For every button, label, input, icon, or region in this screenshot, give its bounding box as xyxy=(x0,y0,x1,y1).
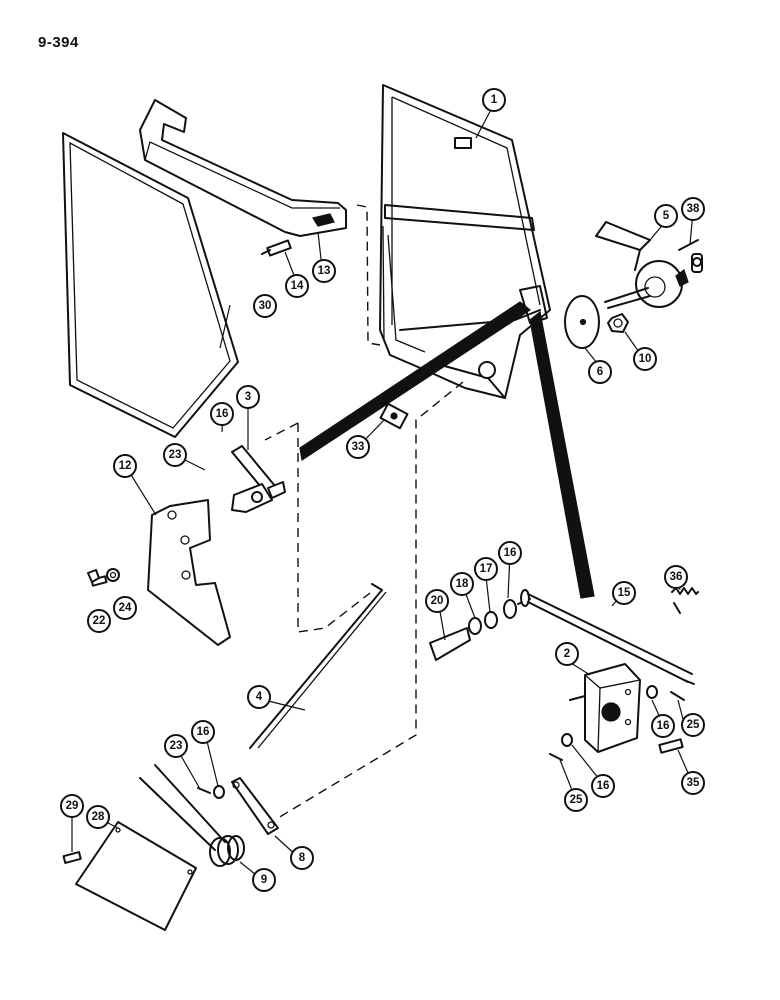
callout-30: 30 xyxy=(253,294,277,318)
plate-screw xyxy=(62,851,82,864)
knob-stack xyxy=(429,598,531,661)
callout-23: 23 xyxy=(163,443,187,467)
svg-text:25: 25 xyxy=(687,719,700,731)
callout-16: 16 xyxy=(210,402,234,426)
svg-text:16: 16 xyxy=(216,408,229,420)
callout-12: 12 xyxy=(113,454,137,478)
svg-text:29: 29 xyxy=(66,800,79,812)
callout-4: 4 xyxy=(247,685,271,709)
callout-8: 8 xyxy=(290,846,314,870)
linkage-rod-band xyxy=(299,301,595,599)
svg-text:16: 16 xyxy=(657,720,670,732)
callout-35: 35 xyxy=(681,771,705,795)
callout-9: 9 xyxy=(252,868,276,892)
svg-text:30: 30 xyxy=(259,300,272,312)
handle-bracket xyxy=(139,99,347,237)
bracket-bolt xyxy=(261,239,292,257)
svg-text:28: 28 xyxy=(92,811,105,823)
page-number: 9-394 xyxy=(38,34,79,51)
latch-handle xyxy=(595,221,689,309)
svg-text:25: 25 xyxy=(570,794,583,806)
callout-10: 10 xyxy=(633,347,657,371)
callout-38: 38 xyxy=(681,197,705,221)
nut xyxy=(607,313,629,333)
mounting-plate xyxy=(147,499,231,646)
door-frame xyxy=(379,84,551,399)
svg-text:15: 15 xyxy=(618,587,631,599)
link-fasteners xyxy=(197,785,225,799)
svg-text:4: 4 xyxy=(256,691,263,703)
svg-text:16: 16 xyxy=(597,780,610,792)
screw xyxy=(87,569,108,587)
callout-22: 22 xyxy=(87,609,111,633)
callout-6: 6 xyxy=(588,360,612,384)
assembly-dashed-lines xyxy=(264,204,464,819)
callout-23: 23 xyxy=(164,734,188,758)
svg-text:35: 35 xyxy=(687,777,700,789)
callout-16: 16 xyxy=(591,774,615,798)
svg-text:38: 38 xyxy=(687,203,700,215)
svg-text:13: 13 xyxy=(318,265,331,277)
svg-text:20: 20 xyxy=(431,595,444,607)
callout-17: 17 xyxy=(474,557,498,581)
svg-text:24: 24 xyxy=(119,602,132,614)
torsion-spring xyxy=(139,764,245,867)
svg-text:23: 23 xyxy=(170,740,183,752)
callout-18: 18 xyxy=(450,572,474,596)
svg-text:36: 36 xyxy=(670,571,683,583)
callout-2: 2 xyxy=(555,642,579,666)
svg-text:23: 23 xyxy=(169,449,182,461)
svg-text:22: 22 xyxy=(93,615,106,627)
callout-20: 20 xyxy=(425,589,449,613)
retaining-clip xyxy=(379,402,409,430)
callout-15: 15 xyxy=(612,581,636,605)
pin-shaft xyxy=(520,589,695,685)
callout-14: 14 xyxy=(285,274,309,298)
callout-13: 13 xyxy=(312,259,336,283)
door-glass-seal xyxy=(62,132,239,438)
callout-16: 16 xyxy=(651,714,675,738)
svg-text:9: 9 xyxy=(261,874,267,886)
control-rod xyxy=(249,583,387,749)
callout-36: 36 xyxy=(664,565,688,589)
callout-1: 1 xyxy=(482,88,506,112)
latch-washers xyxy=(549,685,685,761)
tension-spring xyxy=(671,587,699,614)
callout-33: 33 xyxy=(346,435,370,459)
svg-text:16: 16 xyxy=(197,726,210,738)
callout-16: 16 xyxy=(191,720,215,744)
callout-leaders xyxy=(71,103,694,880)
key xyxy=(678,239,703,273)
callout-29: 29 xyxy=(60,794,84,818)
callout-5: 5 xyxy=(654,204,678,228)
svg-text:5: 5 xyxy=(663,210,670,222)
svg-text:12: 12 xyxy=(119,460,132,472)
callout-28: 28 xyxy=(86,805,110,829)
lock-washer xyxy=(106,568,120,582)
svg-text:2: 2 xyxy=(564,648,570,660)
latch-bolt xyxy=(658,738,684,754)
svg-text:33: 33 xyxy=(352,441,365,453)
link-arm xyxy=(231,777,279,835)
svg-text:17: 17 xyxy=(480,563,493,575)
svg-text:16: 16 xyxy=(504,547,517,559)
latch-body xyxy=(569,663,641,753)
callout-24: 24 xyxy=(113,596,137,620)
svg-text:10: 10 xyxy=(639,353,652,365)
svg-text:3: 3 xyxy=(245,391,251,403)
callout-16: 16 xyxy=(498,541,522,565)
callout-25: 25 xyxy=(681,713,705,737)
washer-plate xyxy=(564,295,600,349)
latch-lever xyxy=(231,445,286,513)
svg-text:18: 18 xyxy=(456,578,469,590)
callout-25: 25 xyxy=(564,788,588,812)
svg-text:8: 8 xyxy=(299,852,306,864)
svg-text:1: 1 xyxy=(491,94,498,106)
cover-plate xyxy=(75,821,197,931)
svg-text:14: 14 xyxy=(291,280,304,292)
svg-text:6: 6 xyxy=(597,366,603,378)
callout-3: 3 xyxy=(236,385,260,409)
